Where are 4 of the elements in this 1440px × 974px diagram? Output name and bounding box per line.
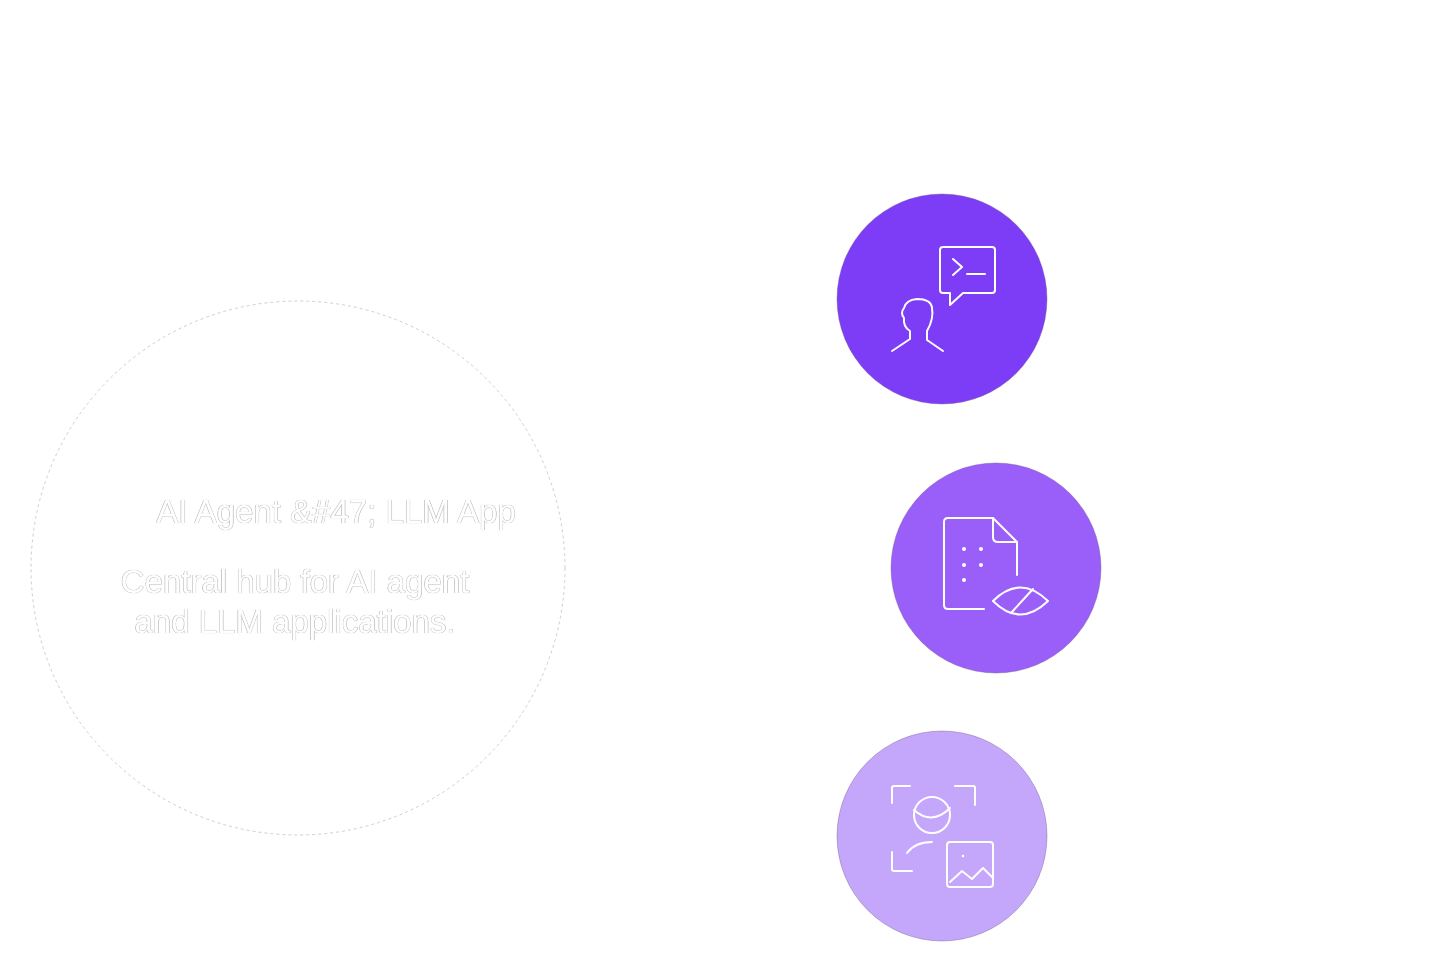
feature-circle [890, 462, 1102, 674]
hub-circle [30, 300, 566, 836]
feature-circle [836, 730, 1048, 942]
feature-circle [836, 193, 1048, 405]
